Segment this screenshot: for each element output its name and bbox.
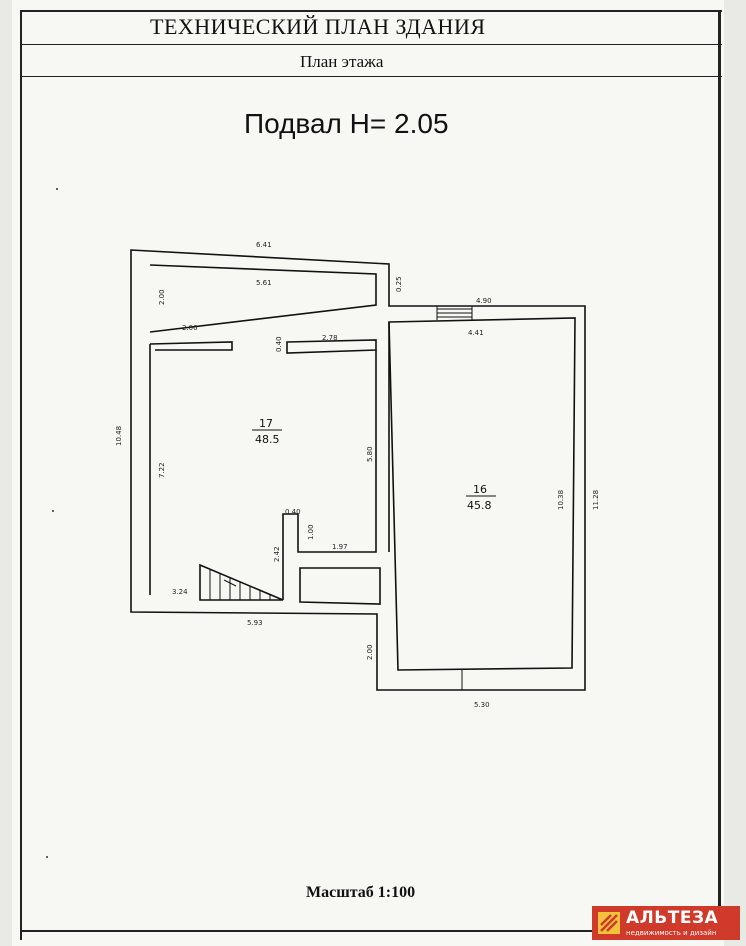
entrance-steps — [436, 306, 473, 320]
logo-tagline: недвижимость и дизайн — [626, 929, 717, 937]
wall-lines — [130, 249, 586, 691]
dim-step-lower: 2.00 — [366, 644, 374, 660]
room-17-number: 17 — [259, 417, 273, 430]
dim-upper-right-wall: 2.78 — [322, 334, 338, 342]
logo-mark-icon — [598, 912, 620, 934]
dim-right-inner-height: 10.38 — [557, 490, 565, 510]
dim-partition-lower: 2.42 — [273, 546, 281, 562]
dim-top-inner: 5.61 — [256, 279, 272, 287]
dim-right-outer-height: 11.28 — [592, 490, 600, 510]
subtitle-divider-line — [20, 76, 722, 77]
stair-treads — [209, 569, 271, 600]
dim-short-wall: 1.97 — [332, 543, 348, 551]
scan-speck — [52, 510, 54, 512]
outer-wall — [130, 249, 586, 691]
stairs-outline — [199, 563, 284, 601]
room-16-area: 45.8 — [467, 499, 492, 512]
bottom-border-line — [20, 930, 600, 932]
dim-upper-left-height: 2.00 — [158, 289, 166, 305]
plan-subtitle: План этажа — [300, 52, 384, 71]
left-stub-wall — [149, 341, 233, 351]
dim-partition-segment: 1.00 — [307, 524, 315, 540]
left-border-line — [20, 10, 22, 940]
logo-name: АЛЬТЕЗА — [626, 908, 719, 928]
dim-left-inner: 7.22 — [158, 462, 166, 478]
lower-closet — [299, 567, 381, 605]
dim-opening-left: 0.40 — [275, 336, 283, 352]
room-16-number: 16 — [473, 483, 487, 496]
dim-top-outer: 6.41 — [256, 241, 272, 249]
right-room-inner-wall — [388, 317, 576, 671]
dim-bottom-left-outer: 5.93 — [247, 619, 263, 627]
central-partition — [282, 350, 377, 600]
dim-partition-thickness: 0.40 — [285, 508, 301, 516]
level-label: Подвал H= 2.05 — [244, 108, 449, 139]
dim-right-top-inner: 4.41 — [468, 329, 484, 337]
dim-right-top-outer: 4.90 — [476, 297, 492, 305]
dim-bottom-right-outer: 5.30 — [474, 701, 490, 709]
upper-left-room-wall — [149, 264, 377, 333]
altezea-logo: АЛЬТЕЗА недвижимость и дизайн — [592, 906, 740, 940]
dim-stair-width: 3.24 — [172, 588, 188, 596]
scale-label: Масштаб 1:100 — [306, 884, 416, 901]
dim-partition-height: 5.80 — [366, 446, 374, 462]
title-divider-line — [20, 44, 722, 45]
scan-speck — [46, 856, 48, 858]
room-17-area: 48.5 — [255, 433, 280, 446]
top-border-line — [20, 10, 722, 12]
right-border-line — [718, 10, 721, 940]
dim-upper-left-wall: 2.00 — [182, 324, 198, 332]
room-label-bars — [252, 429, 496, 690]
dim-step-height: 0.25 — [395, 276, 403, 292]
dim-left-outer: 10.48 — [115, 426, 123, 446]
scan-speck — [56, 188, 58, 190]
plan-title: ТЕХНИЧЕСКИЙ ПЛАН ЗДАНИЯ — [150, 14, 486, 39]
